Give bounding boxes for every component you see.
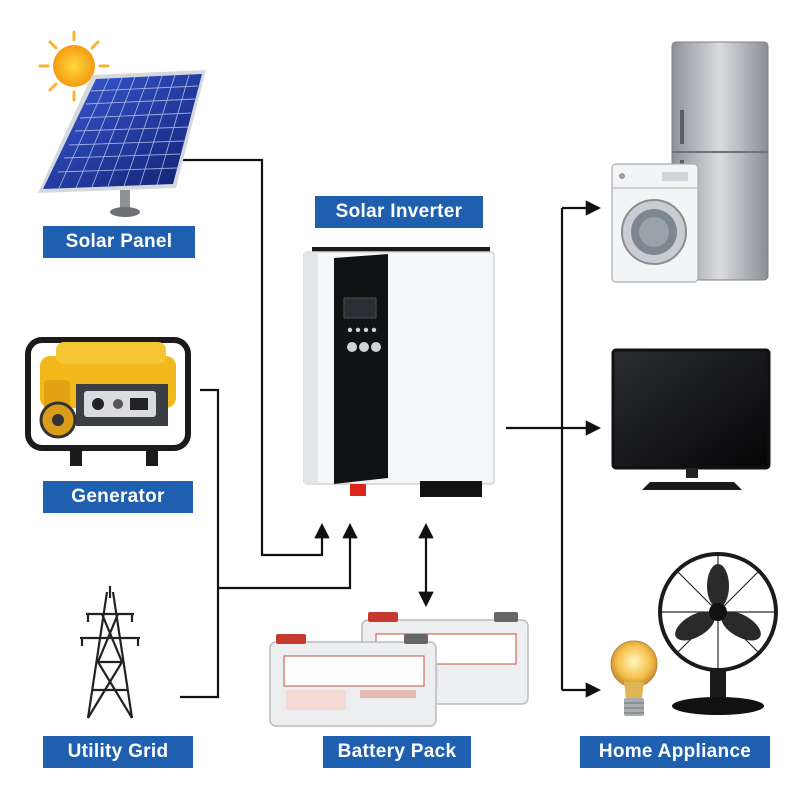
generator-icon (25, 337, 191, 466)
grid-to-inverter-line (218, 522, 358, 590)
battery-icon (269, 612, 529, 727)
home-appliance-label: Home Appliance (580, 736, 770, 768)
solar-to-inverter-line (178, 158, 330, 557)
utility-grid-label: Utility Grid (43, 736, 193, 768)
battery-pack-label: Battery Pack (323, 736, 471, 768)
solar-panel-icon (38, 70, 206, 217)
fan-icon (658, 552, 778, 715)
solar-panel-label: Solar Panel (43, 226, 195, 258)
washing-machine-icon (611, 163, 699, 283)
light-bulb-icon (610, 640, 658, 716)
connection-lines (178, 158, 602, 699)
television-icon (611, 348, 771, 490)
inverter-device (303, 247, 495, 497)
generator-bus-line (180, 388, 220, 699)
transmission-tower-icon (80, 586, 140, 719)
sun-icon (38, 30, 110, 102)
generator-label: Generator (43, 481, 193, 513)
solar-inverter-label: Solar Inverter (315, 196, 483, 228)
